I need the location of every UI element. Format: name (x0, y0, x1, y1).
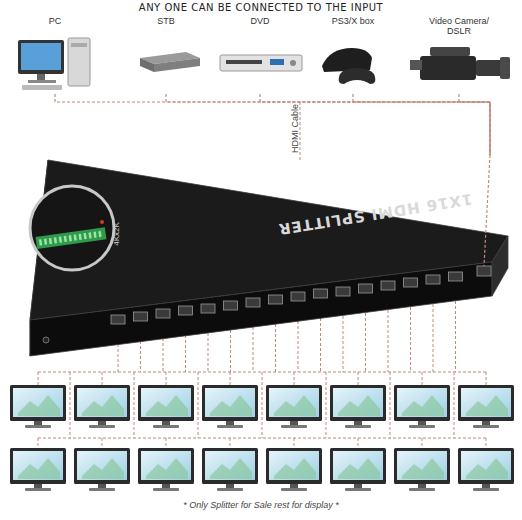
display-monitor (394, 385, 450, 428)
pc-base (28, 80, 56, 83)
display-monitor (458, 448, 514, 491)
console-controller (339, 68, 376, 84)
pc-monitor (18, 40, 64, 74)
console-illustration (322, 48, 375, 84)
dvd-knob (290, 60, 296, 66)
display-monitor (330, 448, 386, 491)
hdmi-connector (459, 94, 490, 155)
device-label: PS3/X box (313, 16, 393, 26)
splitter-face (30, 262, 492, 356)
display-monitor (266, 448, 322, 491)
source-device: PS3/X box (313, 16, 393, 94)
dvd-tray (226, 60, 262, 64)
display-monitor (10, 448, 66, 491)
camera-handle (430, 47, 470, 56)
display-monitor (202, 385, 258, 428)
pc-screen (21, 43, 61, 70)
pc-drive (71, 43, 87, 47)
pc-stand (37, 74, 45, 80)
source-device: PC (12, 16, 98, 94)
pc-illustration (18, 38, 90, 90)
cable-label: HDMI Cable (290, 93, 301, 163)
splitter-box: 1X16 HDMI SPLITTER (25, 155, 510, 360)
camera-viewfinder (410, 60, 422, 70)
display-monitor (266, 385, 322, 428)
display-monitor (394, 448, 450, 491)
device-label: Video Camera/ DSLR (423, 16, 495, 36)
hdmi-connector (166, 94, 490, 155)
device-label: STB (130, 16, 202, 26)
diagram-caption: * Only Splitter for Sale rest for displa… (0, 500, 522, 510)
dvd-illustration (220, 55, 302, 71)
splitter-face (492, 236, 508, 296)
display-monitor (74, 448, 130, 491)
device-label: PC (12, 16, 98, 26)
source-device: DVD (213, 16, 307, 94)
stb-side (140, 58, 154, 72)
hdmi-connector (260, 94, 490, 155)
resolution-label: 4Kx2K (112, 214, 122, 254)
monitor-grid (10, 385, 514, 491)
display-monitor (138, 385, 194, 428)
camera-lens (476, 60, 502, 76)
stb-illustration (140, 52, 200, 72)
hdmi-connector (55, 94, 490, 155)
stb-front (154, 58, 200, 72)
source-device: Video Camera/ DSLR (403, 16, 515, 94)
dvd-display (270, 59, 284, 65)
device-label: DVD (213, 16, 307, 26)
source-device: STB (130, 16, 202, 94)
camera-illustration (410, 47, 510, 80)
console-body (322, 48, 372, 72)
display-monitor (10, 385, 66, 428)
dvd-body (220, 55, 302, 71)
camera-body (420, 56, 476, 80)
splitter-outline (25, 155, 510, 360)
display-monitor (202, 448, 258, 491)
display-monitor (458, 385, 514, 428)
display-monitor (138, 448, 194, 491)
pc-tower (68, 38, 90, 86)
hdmi-connector (353, 94, 490, 155)
camera-hood (500, 57, 510, 79)
display-monitor (330, 385, 386, 428)
display-monitor (74, 385, 130, 428)
pc-keyboard (22, 85, 62, 90)
diagram-title: ANY ONE CAN BE CONNECTED TO THE INPUT (0, 2, 522, 13)
cable-line (300, 102, 301, 160)
